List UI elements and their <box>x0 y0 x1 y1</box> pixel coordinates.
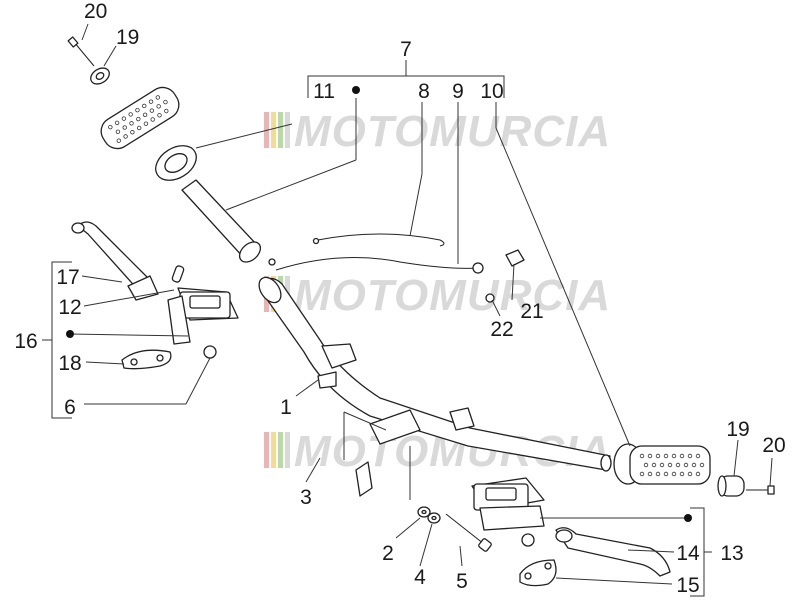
callout-20-top: 20 <box>84 0 107 23</box>
callout-16: 16 <box>14 330 37 353</box>
callout-21: 21 <box>520 300 543 323</box>
watermark-top: MOTOMURCIA <box>264 107 611 156</box>
callout-13: 13 <box>720 542 743 565</box>
reference-dots <box>66 86 692 522</box>
right-clamp <box>519 559 557 587</box>
switch-parts <box>472 249 525 303</box>
bar-end-weight-right <box>717 475 745 497</box>
callout-17: 17 <box>56 266 79 289</box>
leader-lines <box>42 23 773 597</box>
washer-2 <box>417 506 431 518</box>
callout-10: 10 <box>480 80 503 103</box>
bar-end-screw-right <box>746 485 775 495</box>
left-pin <box>171 265 185 283</box>
callout-20-right: 20 <box>762 434 785 457</box>
bar-end-weight-top <box>90 67 110 85</box>
left-clamp <box>121 349 172 370</box>
callout-1: 1 <box>280 396 292 419</box>
callout-3: 3 <box>300 486 312 509</box>
callout-19-top: 19 <box>116 26 139 49</box>
callout-6: 6 <box>64 396 76 419</box>
throttle-tube <box>181 179 262 263</box>
right-master-cylinder <box>471 477 545 547</box>
handlebar <box>258 276 612 497</box>
callout-4: 4 <box>414 566 426 589</box>
callout-2: 2 <box>382 542 394 565</box>
right-grip <box>613 443 711 485</box>
callout-9: 9 <box>452 80 464 103</box>
watermark-middle-text: MOTOMURCIA <box>294 271 611 320</box>
callout-19-right: 19 <box>726 418 749 441</box>
left-master-cylinder <box>167 287 239 359</box>
washer-4 <box>427 512 441 524</box>
callout-15: 15 <box>676 574 699 597</box>
right-lever <box>555 527 671 577</box>
watermark-top-text: MOTOMURCIA <box>294 107 611 156</box>
bar-end-screw-top <box>67 36 95 67</box>
throttle-cables <box>268 233 481 271</box>
callout-12: 12 <box>58 296 81 319</box>
callout-8: 8 <box>418 80 430 103</box>
callout-7: 7 <box>400 38 412 61</box>
left-grip <box>100 86 197 181</box>
left-lever <box>71 221 159 301</box>
callout-14: 14 <box>676 542 700 565</box>
callout-22: 22 <box>490 318 513 341</box>
bolt-5 <box>445 513 492 552</box>
callout-11: 11 <box>313 80 335 103</box>
callout-18: 18 <box>58 352 81 375</box>
callout-5: 5 <box>456 570 468 593</box>
callout-labels: 20 19 7 11 8 9 10 17 12 16 18 6 1 22 21 … <box>14 0 785 597</box>
